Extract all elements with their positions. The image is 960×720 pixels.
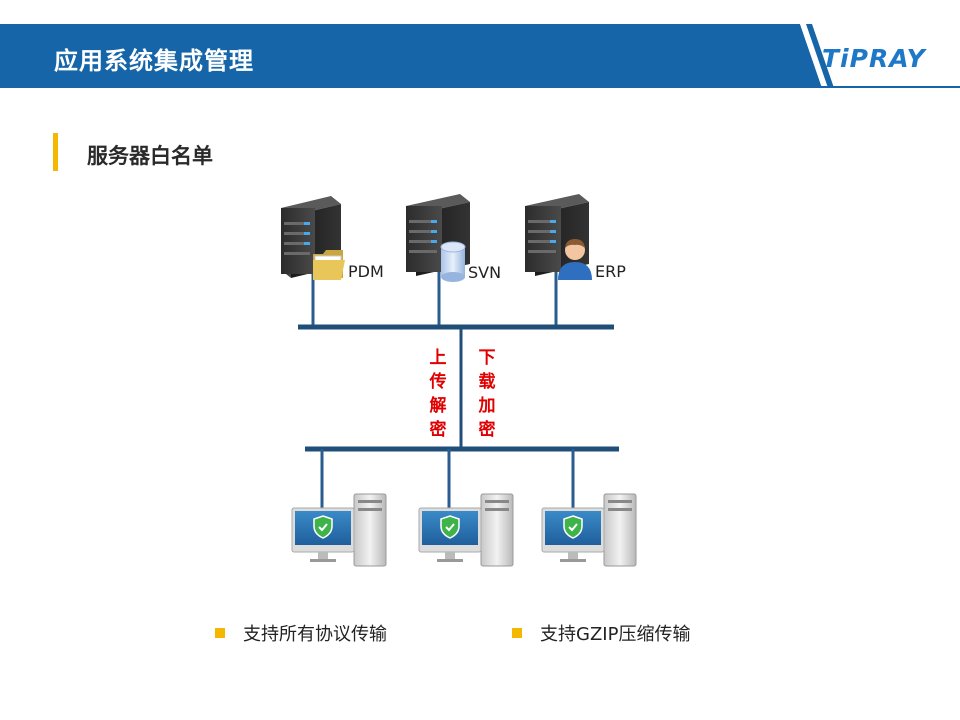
page-title: 应用系统集成管理: [54, 47, 254, 75]
bullet-square-icon: [215, 628, 225, 638]
shield-icon: [440, 515, 460, 539]
bullet-square-icon: [512, 628, 522, 638]
bullet-text: 支持GZIP压缩传输: [540, 624, 691, 645]
section-accent-bar: [53, 133, 58, 171]
server-label-svn: SVN: [468, 263, 502, 282]
database-icon: [440, 241, 466, 282]
server-svn: [406, 194, 470, 276]
server-label-pdm: PDM: [348, 262, 384, 281]
user-icon: [558, 239, 592, 280]
server-pdm: [281, 196, 341, 278]
bullet-text: 支持所有协议传输: [243, 624, 387, 645]
server-label-erp: ERP: [595, 262, 626, 281]
upload-decrypt-label: 上传解密: [429, 348, 447, 440]
header-background: [0, 24, 960, 88]
client-computer-3: [541, 493, 637, 567]
section-title: 服务器白名单: [87, 144, 213, 168]
header-bar: 应用系统集成管理 TiPRAY: [0, 24, 960, 88]
shield-icon: [563, 515, 583, 539]
bullet-protocols: 支持所有协议传输: [215, 620, 387, 646]
tipray-logo: TiPRAY: [822, 44, 926, 73]
client-computer-2: [418, 493, 514, 567]
shield-icon: [313, 515, 333, 539]
bullet-gzip: 支持GZIP压缩传输: [512, 620, 690, 646]
client-computer-1: [291, 493, 387, 567]
folder-icon: [313, 250, 345, 280]
download-encrypt-label: 下载加密: [478, 348, 496, 440]
